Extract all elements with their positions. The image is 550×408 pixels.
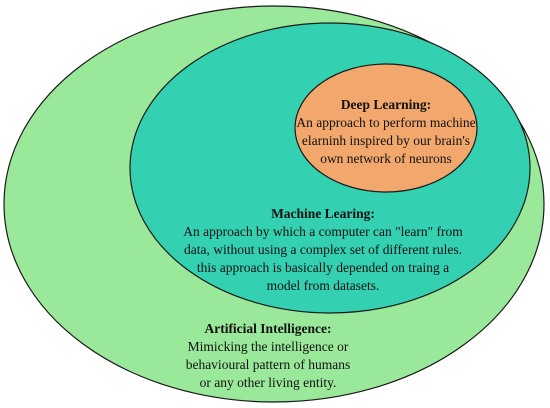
deep-learning-label: Deep Learning: An approach to perform ma… <box>295 96 477 168</box>
artificial-intelligence-description: Mimicking the intelligence or behavioura… <box>185 339 351 390</box>
artificial-intelligence-title: Artificial Intelligence: <box>204 321 332 336</box>
artificial-intelligence-label: Artificial Intelligence: Mimicking the i… <box>148 320 388 392</box>
deep-learning-ellipse <box>294 63 478 193</box>
deep-learning-description: An approach to perform machine elarninh … <box>296 115 476 166</box>
machine-learning-label: Machine Learing: An approach by which a … <box>178 205 468 295</box>
machine-learning-title: Machine Learing: <box>271 206 375 221</box>
machine-learning-description: An approach by which a computer can "lea… <box>183 224 463 293</box>
deep-learning-title: Deep Learning: <box>340 97 432 112</box>
